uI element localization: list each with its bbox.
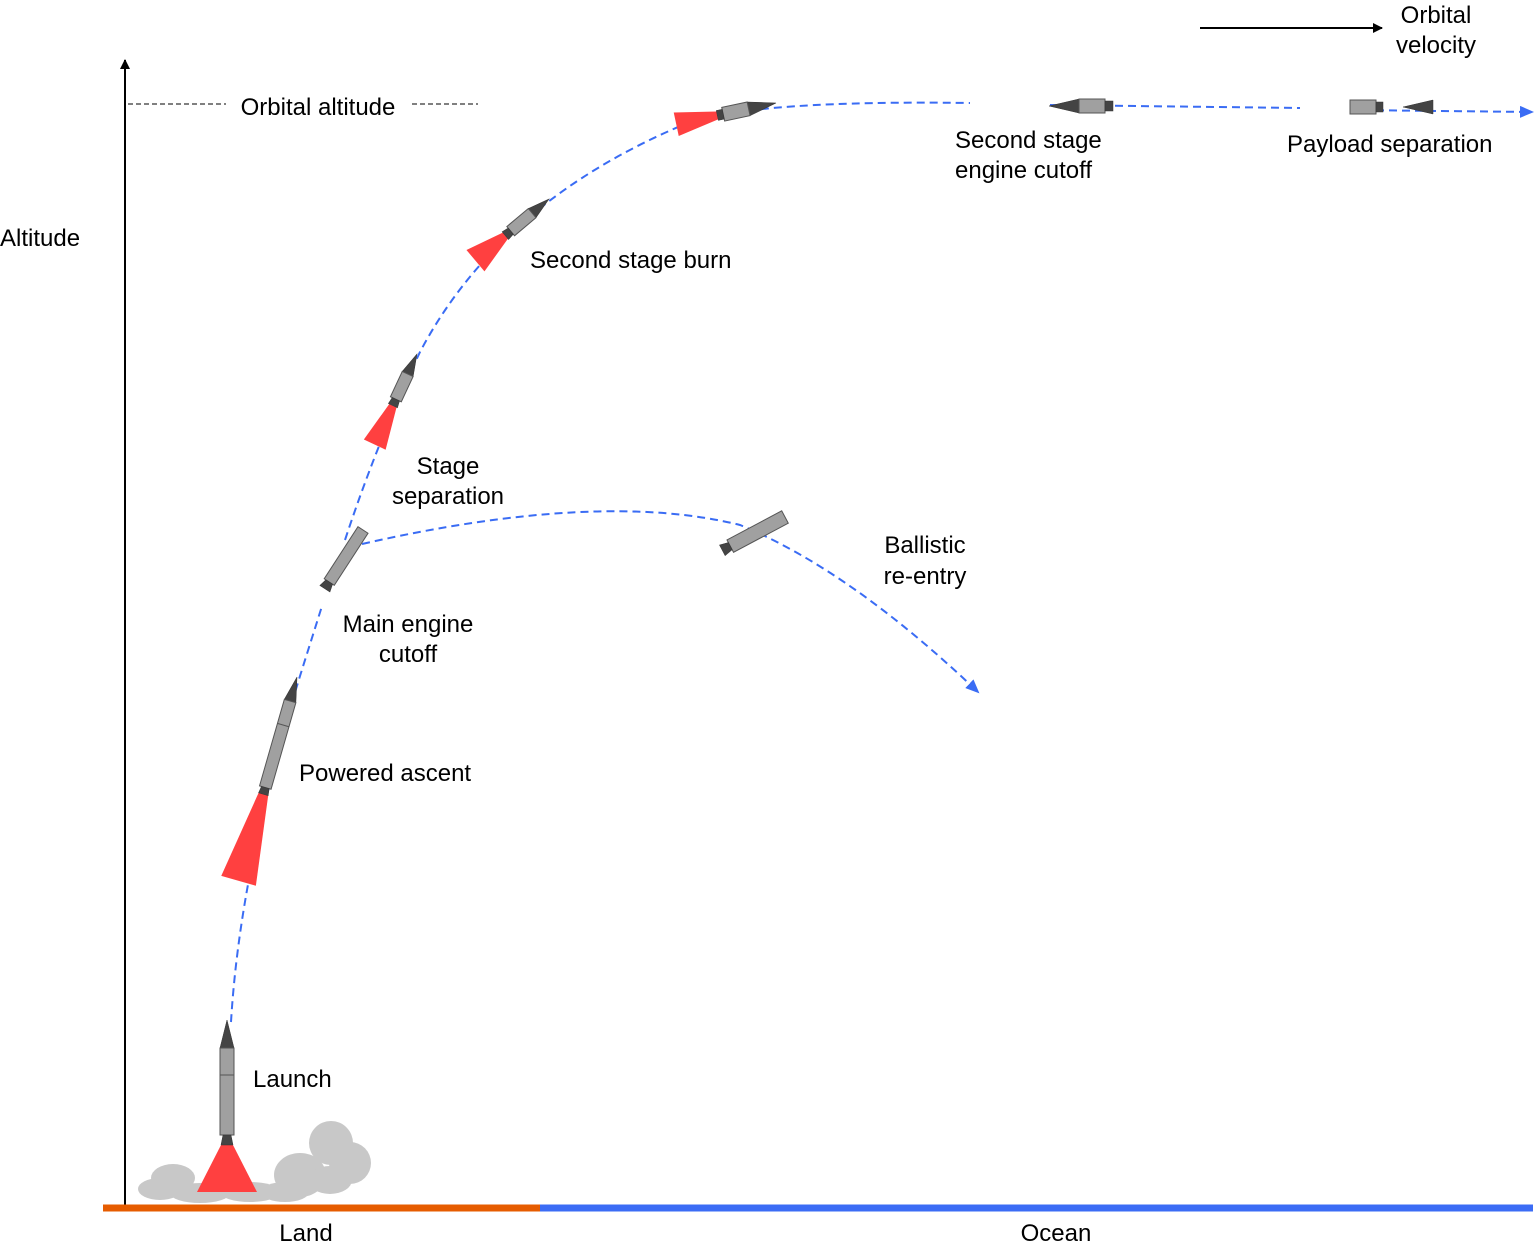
rocket-second-stage-ignition [363, 353, 418, 450]
rocket-powered-ascent [221, 676, 298, 886]
rocket-second-stage-cutoff [1048, 98, 1114, 114]
orbital-velocity-label-2: velocity [1396, 32, 1476, 59]
label-main-engine-cutoff-1: Main engine [343, 611, 474, 638]
spent-first-stage [719, 510, 789, 557]
nose-cone [219, 1019, 235, 1049]
spent-second-stage [1349, 99, 1384, 115]
orbit-trajectory [1049, 105, 1532, 112]
rocket-launch [197, 1019, 257, 1192]
label-launch: Launch [253, 1066, 332, 1093]
label-second-stage-cutoff-1: Second stage [955, 127, 1102, 154]
ocean-label: Ocean [1021, 1220, 1092, 1247]
payload-nose [1402, 99, 1434, 115]
label-ballistic-reentry-1: Ballistic [884, 532, 965, 559]
smoke-clouds [138, 1121, 371, 1203]
ballistic-trajectory [361, 510, 980, 694]
label-second-stage-burn: Second stage burn [530, 247, 731, 274]
rocket-second-stage-near-orbit [673, 101, 777, 136]
land-label: Land [279, 1220, 332, 1247]
flame [197, 1145, 257, 1192]
label-payload-separation: Payload separation [1287, 131, 1492, 158]
orbital-altitude-label: Orbital altitude [241, 94, 396, 121]
label-ballistic-reentry-2: re-entry [884, 563, 967, 590]
label-main-engine-cutoff-2: cutoff [379, 641, 438, 668]
label-stage-separation-2: separation [392, 483, 504, 510]
altitude-label: Altitude [0, 225, 80, 252]
orbital-velocity-label-1: Orbital [1401, 2, 1472, 29]
rocket-second-stage-burn [466, 198, 550, 272]
first-stage-meco [319, 526, 369, 593]
label-stage-separation-1: Stage [417, 453, 480, 480]
label-powered-ascent: Powered ascent [299, 760, 471, 787]
ascent-trajectory [230, 605, 323, 1023]
label-second-stage-cutoff-2: engine cutoff [955, 157, 1092, 184]
